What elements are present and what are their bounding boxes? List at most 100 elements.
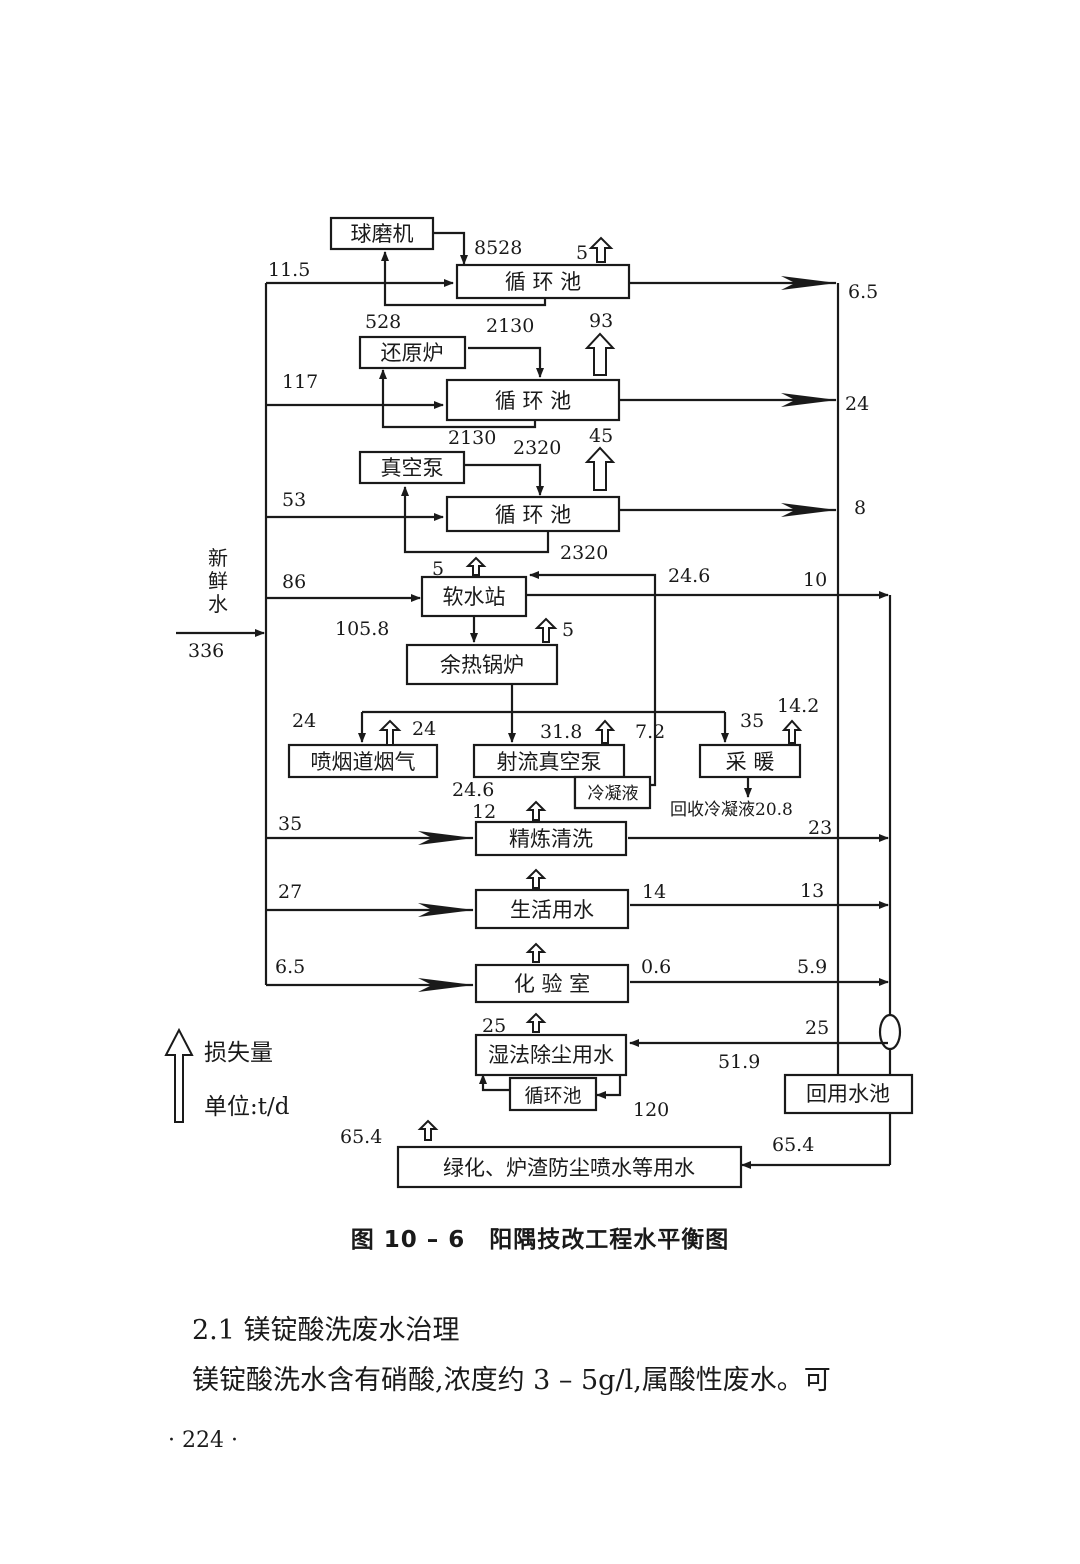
- reuse-pool-label: 回用水池: [806, 1082, 890, 1106]
- flue-spray-box: [287, 743, 439, 779]
- loss-arrow-icon: [584, 446, 616, 491]
- domestic-box: [474, 888, 630, 930]
- flow-value: 53: [282, 489, 306, 511]
- flow-value: 2320: [560, 542, 608, 564]
- flow-value: 65.4: [340, 1126, 382, 1148]
- fresh-water-char-2: 鲜: [208, 569, 228, 593]
- pool3-label: 循 环 池: [495, 503, 571, 527]
- pool1-label: 循 环 池: [505, 270, 581, 294]
- flow-value: 14: [642, 881, 666, 903]
- refining-box: [474, 820, 628, 857]
- flow-value: 5: [432, 558, 444, 580]
- flow-value: 13: [800, 880, 824, 902]
- lab-label: 化 验 室: [514, 972, 590, 996]
- flow-value: 65.4: [772, 1134, 814, 1156]
- loss-arrow-icon: [417, 1119, 439, 1141]
- reuse-pool-box: [783, 1073, 914, 1115]
- reduction-furnace-label: 还原炉: [381, 341, 444, 365]
- flow-value: 24: [412, 718, 436, 740]
- recovered-condensate-label: 回收冷凝液20.8: [670, 800, 793, 820]
- flow-value: 5.9: [797, 956, 827, 978]
- flow-value: 86: [282, 571, 306, 593]
- flow-value: 5: [562, 619, 574, 641]
- flow-value: 51.9: [718, 1051, 760, 1073]
- ball-mill-box: [329, 216, 435, 251]
- recycle-small-label: 循环池: [524, 1085, 581, 1107]
- loss-arrow-icon: [594, 719, 616, 744]
- reduction-furnace-box: [358, 335, 467, 370]
- flow-value: 14.2: [777, 695, 819, 717]
- body-paragraph: 镁锭酸洗水含有硝酸,浓度约 3 – 5g/l,属酸性废水。可: [192, 1365, 831, 1396]
- loss-arrow-icon: [465, 556, 487, 576]
- flow-value: 24: [845, 393, 869, 415]
- figure-caption: 图 10 – 6 阳隅技改工程水平衡图: [350, 1227, 730, 1253]
- flow-value: 10: [803, 569, 827, 591]
- boiler-label: 余热锅炉: [440, 653, 524, 677]
- flow-value: 8528: [474, 237, 522, 259]
- pool1-box: [455, 263, 631, 300]
- flow-value: 24: [292, 710, 316, 732]
- loss-arrow-icon: [534, 617, 558, 643]
- flow-value: 12: [472, 801, 496, 823]
- flow-value: 45: [589, 425, 613, 447]
- pool2-label: 循 环 池: [495, 389, 571, 413]
- recycle-small-box: [508, 1076, 598, 1112]
- flow-value: 528: [365, 311, 401, 333]
- condensate-box: [573, 775, 652, 810]
- flow-value: 336: [188, 640, 224, 662]
- loss-arrow-icon: [588, 236, 614, 263]
- flow-value: 24.6: [668, 565, 710, 587]
- jet-pump-box: [472, 743, 626, 779]
- flow-value: 7.2: [635, 721, 665, 743]
- legend-loss-label: 损失量: [204, 1040, 273, 1066]
- flue-spray-label: 喷烟道烟气: [311, 750, 416, 774]
- flow-value: 2320: [513, 437, 561, 459]
- legend-loss-arrow-icon: [164, 1027, 194, 1123]
- flow-value: 105.8: [335, 618, 389, 640]
- greening-label: 绿化、炉渣防尘喷水等用水: [443, 1156, 695, 1180]
- page-number: · 224 ·: [168, 1428, 238, 1453]
- soft-water-box: [420, 575, 528, 618]
- flow-value: 31.8: [540, 721, 582, 743]
- section-heading: 2.1 镁锭酸洗废水治理: [192, 1315, 460, 1346]
- legend-unit-label: 单位:t/d: [204, 1094, 290, 1120]
- vacuum-pump-box: [358, 450, 466, 485]
- dust-box: [474, 1033, 628, 1077]
- water-balance-diagram: 球磨机 循 环 池 还原炉 循 环 池 真空泵 循 环 池 软水站 余热锅炉 喷…: [164, 216, 914, 1189]
- pool2-box: [445, 378, 621, 422]
- loss-arrow-icon: [584, 332, 616, 376]
- flow-value: 6.5: [848, 281, 878, 303]
- flow-value: 8: [854, 497, 866, 519]
- flow-value: 117: [282, 371, 318, 393]
- dust-label: 湿法除尘用水: [488, 1043, 614, 1067]
- flow-value: 24.6: [452, 779, 494, 801]
- loss-arrow-icon: [525, 868, 547, 889]
- loss-arrow-icon: [378, 719, 402, 746]
- flow-value: 35: [740, 710, 764, 732]
- greening-box: [396, 1145, 743, 1189]
- condensate-label: 冷凝液: [588, 784, 639, 804]
- jet-pump-label: 射流真空泵: [497, 750, 602, 774]
- loss-arrow-icon: [525, 800, 547, 821]
- flow-value: 0.6: [641, 956, 671, 978]
- heating-label: 采 暖: [726, 750, 775, 774]
- flow-value: 23: [808, 817, 832, 839]
- loss-arrow-icon: [781, 719, 803, 744]
- flow-value: 2130: [486, 315, 534, 337]
- vacuum-pump-label: 真空泵: [381, 456, 444, 480]
- heating-box: [698, 743, 802, 779]
- flow-value: 120: [633, 1099, 669, 1121]
- flow-value: 25: [482, 1015, 506, 1037]
- soft-water-label: 软水站: [443, 585, 506, 609]
- flow-value: 27: [278, 881, 302, 903]
- flow-value: 5: [576, 242, 588, 264]
- lab-box: [474, 963, 630, 1004]
- pool3-box: [445, 495, 621, 533]
- flow-value: 25: [805, 1017, 829, 1039]
- flow-value: 2130: [448, 427, 496, 449]
- ball-mill-label: 球磨机: [351, 222, 414, 246]
- loss-arrow-icon: [525, 1012, 547, 1033]
- boiler-box: [405, 643, 559, 686]
- flow-value: 35: [278, 813, 302, 835]
- flow-value: 11.5: [268, 259, 310, 281]
